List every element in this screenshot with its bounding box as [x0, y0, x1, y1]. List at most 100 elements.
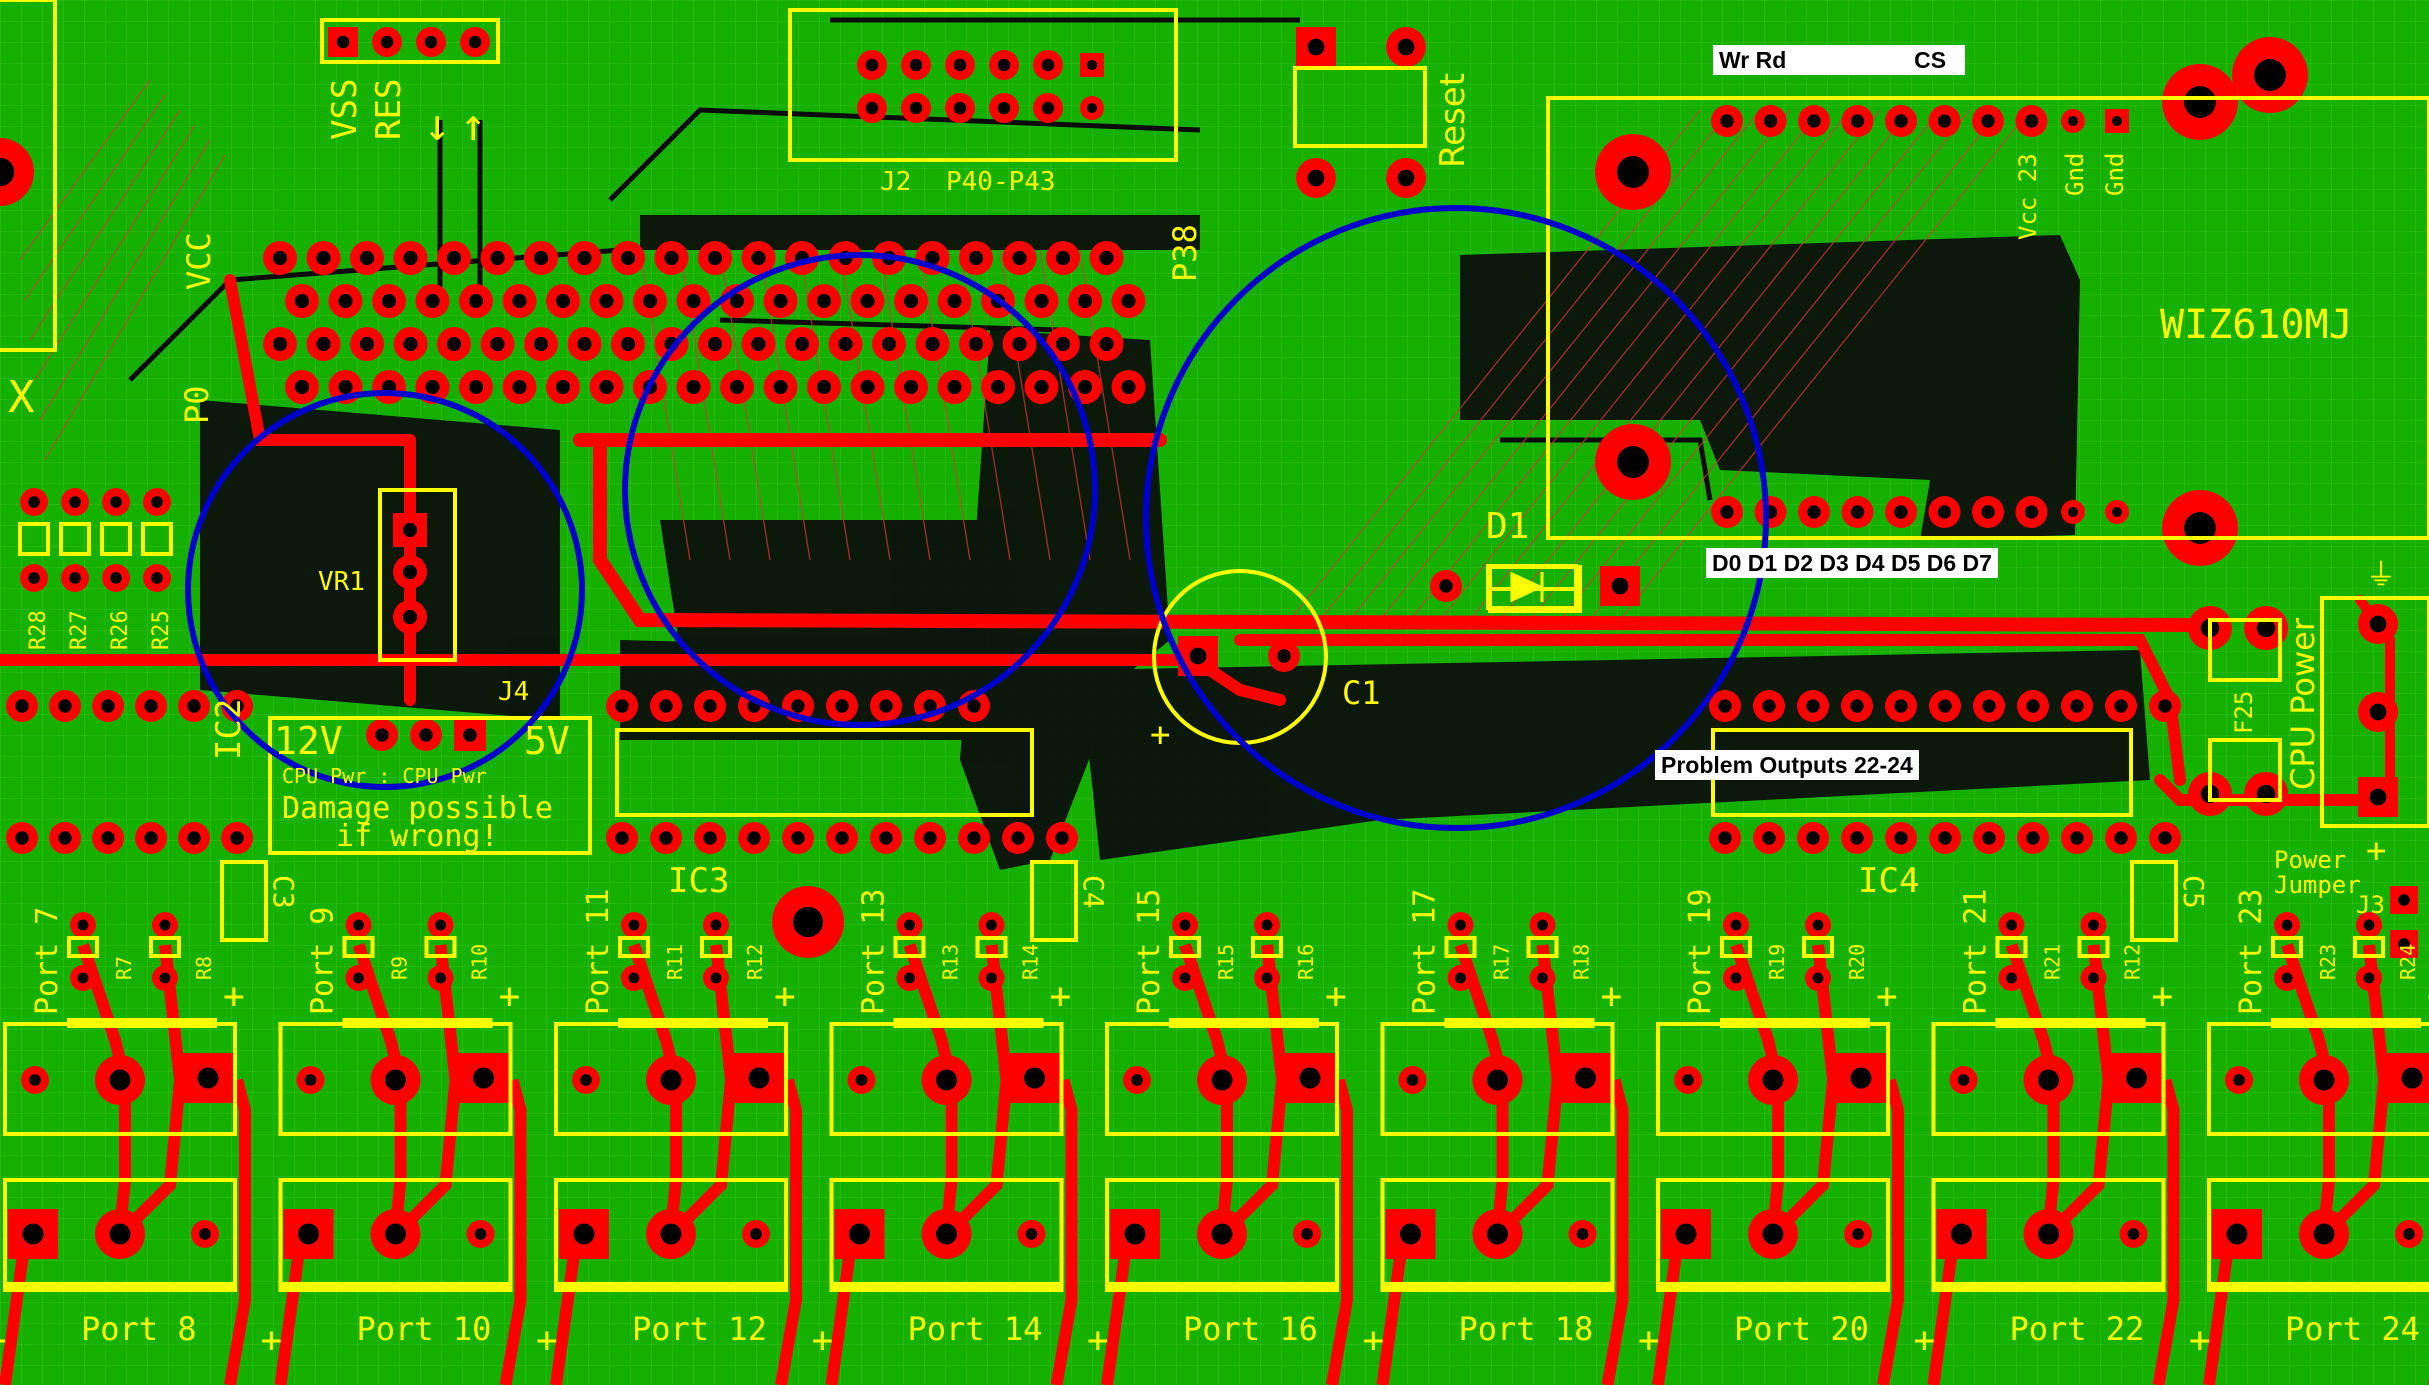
mounting-hole	[1595, 424, 1671, 500]
j2-pad	[857, 50, 887, 80]
terminal-pad	[8, 1209, 58, 1259]
terminal-pad	[2299, 1055, 2349, 1105]
resistor-pad	[152, 965, 178, 991]
port-label-bottom: Port 20	[1734, 1310, 1869, 1348]
ic2-pad	[178, 822, 210, 854]
header-pad	[676, 370, 711, 404]
port-label-bottom: Port 10	[357, 1310, 492, 1348]
header-pad	[959, 241, 993, 275]
resistor-pad	[345, 912, 372, 938]
header-pad	[611, 327, 645, 361]
terminal-pad	[2387, 1053, 2429, 1103]
plus-sign: +	[0, 1320, 7, 1361]
plus-sign: +	[1363, 1320, 1385, 1361]
jumper-pad	[460, 27, 490, 57]
resistor-pad	[2080, 965, 2107, 991]
ic4-pad	[1841, 822, 1873, 854]
label-vr1: VR1	[318, 567, 365, 597]
module-pad	[1972, 105, 2004, 137]
ic4-pad	[2105, 690, 2137, 722]
fanout-traces	[19, 79, 2031, 621]
port-label-top: Port 13	[857, 889, 892, 1015]
ic3-pad	[738, 822, 770, 854]
terminal-pad	[95, 1209, 145, 1259]
port-label-bottom: Port 16	[1183, 1310, 1318, 1348]
resistor-pad	[2356, 912, 2382, 938]
port-label-top: Port 15	[1132, 889, 1167, 1015]
port-label-bottom: Port 24	[2285, 1310, 2420, 1348]
label-j3: J3	[2356, 891, 2385, 919]
port-label-bottom: Port 12	[632, 1310, 767, 1348]
resistor-label: R20	[1845, 944, 1869, 980]
terminal-pad	[466, 1220, 495, 1248]
label-vss: VSS	[325, 79, 365, 140]
ground-symbol-icon: ⏚	[2366, 558, 2396, 593]
j2-pad	[1033, 93, 1063, 123]
silkscreen-labels: VSS RES ↓ ↑ J2 P40-P43 Reset P38 P0 VCC …	[8, 73, 2396, 919]
header-pad	[263, 241, 297, 275]
terminal-pad	[921, 1055, 972, 1105]
module-pad	[1928, 105, 1961, 137]
j3-pad	[2390, 930, 2418, 958]
j3-pad	[2390, 886, 2418, 914]
problem-outputs-note: Problem Outputs 22-24	[1655, 750, 1919, 780]
j2-pad	[857, 93, 887, 123]
jumper-pad	[328, 27, 358, 57]
j2-pad	[989, 50, 1019, 80]
vr1-pad	[393, 513, 427, 547]
ic4-pad	[1929, 822, 1961, 854]
resistor-pad	[703, 965, 729, 991]
header-pad	[328, 284, 363, 318]
header-pad	[1046, 241, 1080, 275]
label-5v: 5V	[524, 719, 570, 763]
plus-sign-c1: +	[1150, 715, 1170, 755]
mounting-hole	[2162, 490, 2238, 566]
terminal-pad	[1661, 1209, 1711, 1259]
terminal-pad	[1836, 1053, 1886, 1103]
label-gnd-2: Gnd	[2101, 153, 2129, 196]
j2-pad	[1080, 53, 1104, 77]
label-gnd-1: Gnd	[2061, 153, 2089, 196]
header-pad	[959, 327, 993, 361]
ic4-pad	[1885, 690, 1917, 722]
terminal-pad	[734, 1053, 784, 1103]
terminal-pad	[2111, 1053, 2162, 1103]
header-pad	[720, 370, 754, 404]
vr1-pad	[393, 555, 427, 589]
header-pad	[393, 241, 428, 275]
label-p0: P0	[178, 385, 216, 424]
resistor-pad	[1805, 912, 1831, 938]
ic3-pad	[650, 690, 682, 722]
resistor-label: R25	[149, 610, 174, 650]
j2-pad	[945, 50, 975, 80]
header-pad	[546, 370, 580, 404]
module-gnd-pad	[2061, 109, 2085, 133]
terminal-pad	[1748, 1209, 1798, 1259]
terminal-pad	[183, 1053, 233, 1103]
label-power-jumper-2: Jumper	[2274, 871, 2361, 899]
module-pad	[1885, 496, 1917, 528]
label-f25: F25	[2230, 691, 2258, 734]
cpu-power-pad	[2358, 692, 2398, 732]
cpu-power-pad	[2358, 604, 2398, 644]
label-vcc23: Vcc 23	[2014, 153, 2042, 240]
module-pad	[1972, 496, 2004, 528]
resistor-pad	[1723, 965, 1749, 991]
resistor-pad	[427, 965, 454, 991]
resistor-pad	[61, 564, 89, 592]
plus-sign: +	[812, 1320, 834, 1361]
label-j2: J2	[880, 167, 911, 197]
resistor-outline	[141, 522, 173, 556]
header-pad	[480, 327, 515, 361]
terminal-pad	[572, 1066, 600, 1094]
header-pad	[567, 327, 602, 361]
mounting-hole	[2162, 64, 2238, 140]
terminal-pad	[1398, 1066, 1427, 1094]
ic2-pad	[92, 690, 124, 722]
ic4-pad	[2149, 822, 2181, 854]
ic3-pad	[606, 822, 638, 854]
header-pad	[372, 370, 406, 404]
terminal-pad	[1197, 1209, 1247, 1259]
resistor-pad	[978, 965, 1005, 991]
plus-sign-power: +	[2366, 831, 2386, 871]
